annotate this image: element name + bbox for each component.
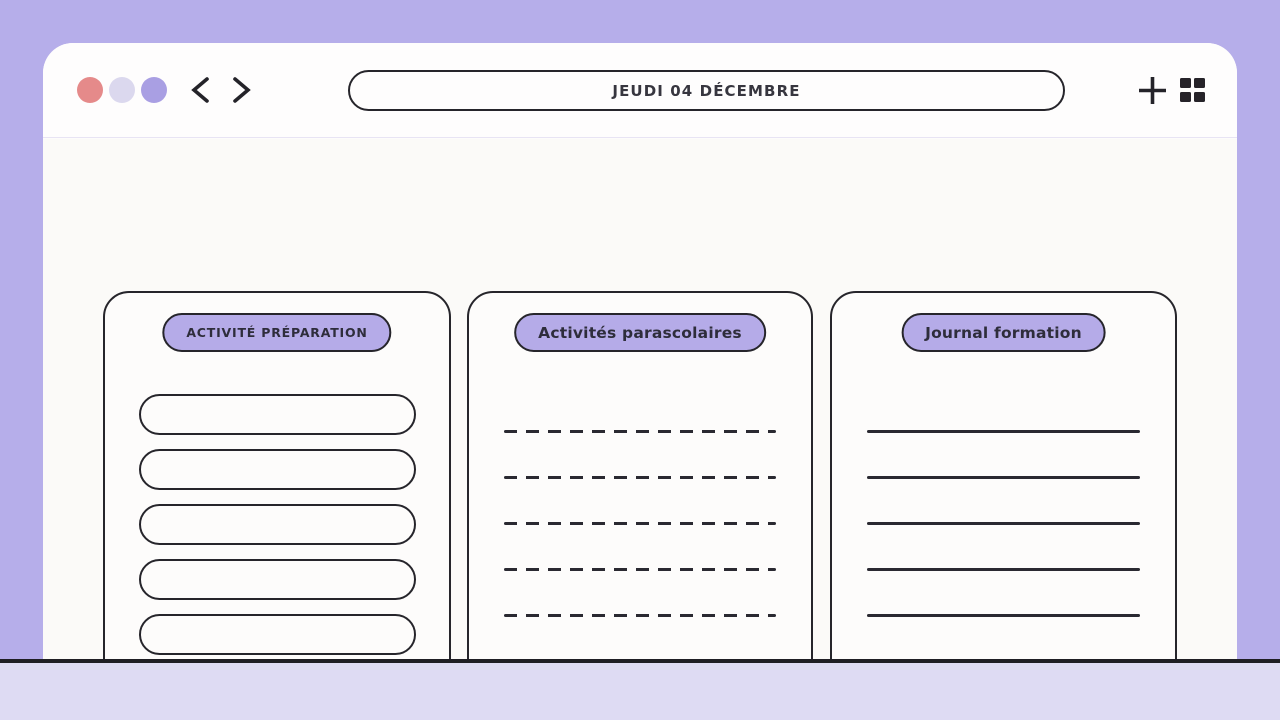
chevron-left-icon — [188, 74, 212, 106]
traffic-light-maximize-button[interactable] — [141, 77, 167, 103]
dashed-writing-line[interactable] — [504, 568, 776, 571]
browser-window: JEUDI 04 DÉCEMBRE ACTIVITÉ PRÉPARATION — [43, 43, 1237, 661]
dashed-writing-line[interactable] — [504, 476, 776, 479]
pill-input-field[interactable] — [139, 614, 416, 655]
card-title-badge: ACTIVITÉ PRÉPARATION — [162, 313, 392, 352]
grid-icon — [1194, 78, 1205, 88]
card-title: Activités parascolaires — [538, 323, 742, 342]
card-title-badge: Activités parascolaires — [514, 313, 766, 352]
new-tab-button[interactable] — [1137, 75, 1168, 106]
page-content: ACTIVITÉ PRÉPARATION Activités parascola… — [43, 139, 1237, 661]
pill-input-field[interactable] — [139, 449, 416, 490]
forward-button[interactable] — [230, 74, 254, 106]
card-activites-parascolaires: Activités parascolaires — [467, 291, 813, 661]
browser-toolbar: JEUDI 04 DÉCEMBRE — [43, 43, 1237, 138]
card-activite-preparation: ACTIVITÉ PRÉPARATION — [103, 291, 451, 661]
grid-icon — [1180, 92, 1191, 102]
dashed-line-list — [504, 430, 776, 661]
back-button[interactable] — [188, 74, 212, 106]
chevron-right-icon — [230, 74, 254, 106]
solid-writing-line[interactable] — [867, 430, 1140, 433]
grid-icon — [1180, 78, 1191, 88]
card-journal-formation: Journal formation — [830, 291, 1177, 661]
dashed-writing-line[interactable] — [504, 430, 776, 433]
plus-icon — [1137, 77, 1168, 110]
card-title: ACTIVITÉ PRÉPARATION — [186, 325, 368, 340]
card-title-badge: Journal formation — [901, 313, 1106, 352]
traffic-light-minimize-button[interactable] — [109, 77, 135, 103]
traffic-light-close-button[interactable] — [77, 77, 103, 103]
pill-input-field[interactable] — [139, 394, 416, 435]
solid-line-list — [867, 430, 1140, 661]
address-bar-text: JEUDI 04 DÉCEMBRE — [612, 81, 801, 100]
card-title: Journal formation — [925, 323, 1082, 342]
solid-writing-line[interactable] — [867, 614, 1140, 617]
footer-divider-line — [0, 659, 1280, 663]
dashed-writing-line[interactable] — [504, 522, 776, 525]
solid-writing-line[interactable] — [867, 568, 1140, 571]
footer-band — [0, 663, 1280, 720]
dashed-writing-line[interactable] — [504, 614, 776, 617]
solid-writing-line[interactable] — [867, 476, 1140, 479]
pill-input-field[interactable] — [139, 504, 416, 545]
pill-field-list — [139, 394, 416, 655]
solid-writing-line[interactable] — [867, 522, 1140, 525]
apps-grid-button[interactable] — [1180, 78, 1205, 103]
address-bar[interactable]: JEUDI 04 DÉCEMBRE — [348, 70, 1065, 111]
grid-icon — [1194, 92, 1205, 102]
pill-input-field[interactable] — [139, 559, 416, 600]
